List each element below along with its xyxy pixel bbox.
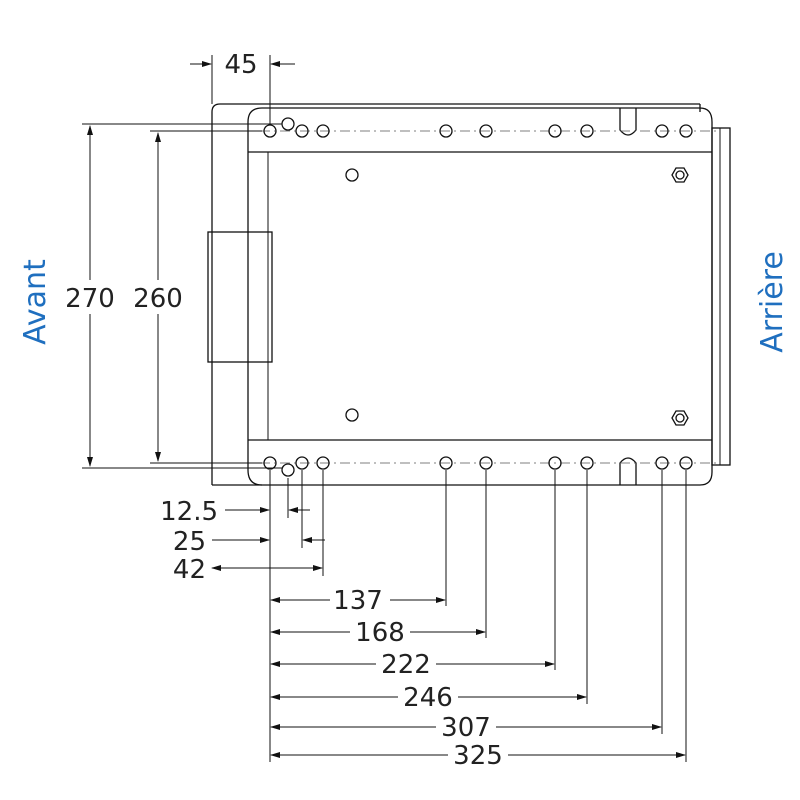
dim-222: 222 [381,650,431,680]
dim-246: 246 [403,683,453,713]
dim-260: 260 [133,284,183,314]
label-rear: Arrière [755,251,790,353]
dim-270: 270 [65,284,115,314]
dim-325: 325 [453,741,503,771]
dim-45: 45 [224,50,257,80]
holes [263,117,693,477]
dim-137: 137 [333,586,383,616]
dim-168: 168 [355,618,405,648]
bottom-dimensions: 12.5 25 42 137 168 222 246 307 325 [160,497,686,771]
front-block [207,231,273,363]
dim-42: 42 [173,555,206,585]
dim-12-5: 12.5 [160,497,218,527]
plate-outline [200,103,731,486]
dim-307: 307 [441,713,491,743]
label-front: Avant [18,259,53,345]
dim-25: 25 [173,527,206,557]
